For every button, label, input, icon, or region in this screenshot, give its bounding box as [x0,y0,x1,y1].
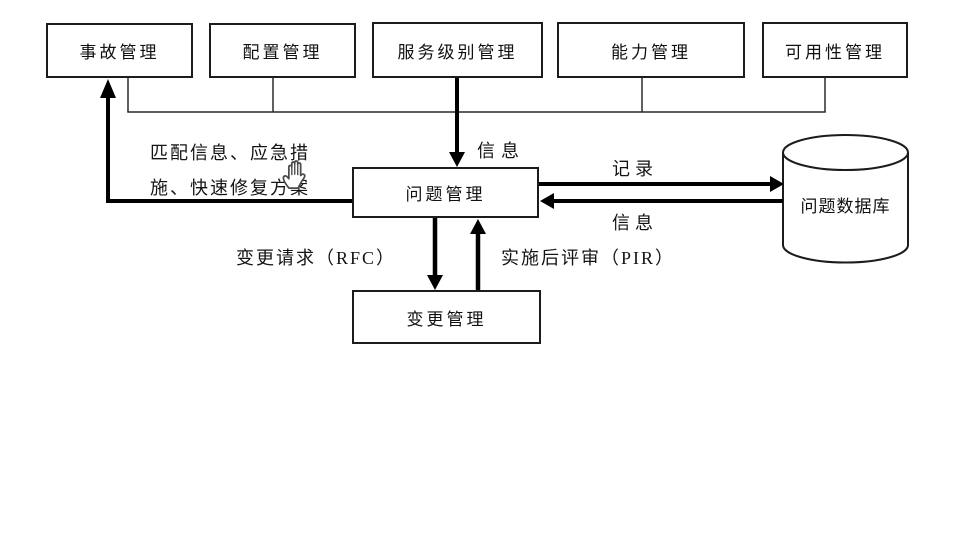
node-label: 配置管理 [242,43,323,62]
hand-grab-cursor-icon [282,160,306,190]
edge-label-match-info-line2: 施、快速修复方案 [150,178,310,198]
node-label: 可用性管理 [785,42,885,62]
node-availability-management: 可用性管理 [762,22,908,78]
node-problem-management: 问题管理 [352,167,539,218]
arrow-pir-to-problem [470,219,486,290]
bus-connector-lines [127,77,826,113]
arrow-record-to-db [539,176,784,192]
edge-label-record: 记录 [612,159,658,179]
node-problem-database-label: 问题数据库 [800,197,891,216]
node-configuration-management: 配置管理 [209,23,356,78]
node-label: 事故管理 [79,43,160,62]
edge-label-info-top: 信息 [477,141,525,161]
node-label: 问题管理 [405,185,486,204]
edge-label-match-info: 匹配信息、应急措 施、快速修复方案 [150,136,310,206]
node-change-management: 变更管理 [352,290,541,344]
node-label: 变更管理 [406,309,487,329]
node-label: 能力管理 [611,42,691,62]
node-incident-management: 事故管理 [46,23,193,78]
node-service-level-management: 服务级别管理 [372,22,543,78]
arrow-problem-to-incident [100,79,352,203]
node-label: 服务级别管理 [397,42,518,62]
edge-label-match-info-line1: 匹配信息、应急措 [150,143,310,163]
problem-database-cylinder [782,134,909,264]
arrow-info-to-problem [449,77,465,167]
arrow-info-from-db [540,193,783,209]
node-capacity-management: 能力管理 [557,22,745,78]
edge-label-rfc: 变更请求（RFC） [236,248,397,268]
edge-label-info-from-db: 信息 [612,213,658,233]
arrow-rfc-to-change [427,218,443,290]
edge-label-pir: 实施后评审（PIR） [501,248,676,268]
